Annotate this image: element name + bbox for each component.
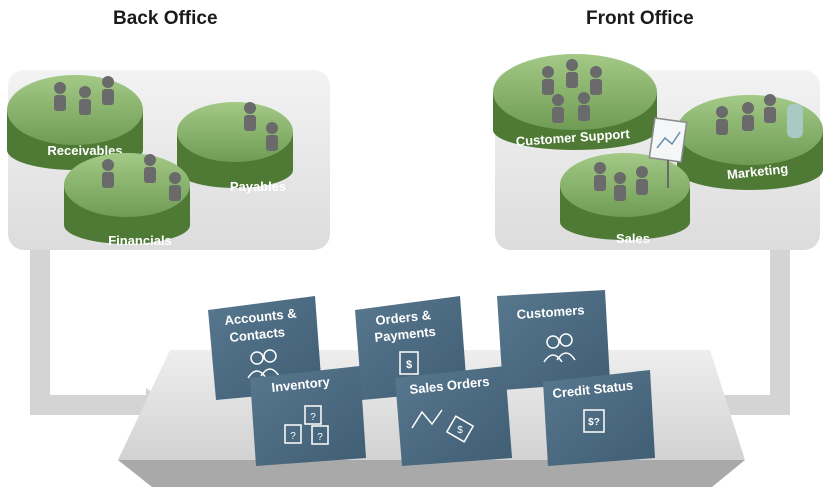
chart-and-tag-icon: $ xyxy=(411,409,475,443)
marketing-label: Marketing xyxy=(726,161,789,182)
orders-payments-card: Orders & Payments $ xyxy=(355,296,467,400)
receivables-disc: Receivables xyxy=(7,75,143,170)
payables-label: Payables xyxy=(230,179,286,194)
shared-information-label: Shared Information xyxy=(372,485,491,500)
people-icon xyxy=(54,76,114,115)
credit-status-card: Credit Status $? xyxy=(543,370,655,466)
svg-text:$: $ xyxy=(406,359,412,371)
sales-label: Sales xyxy=(616,231,650,246)
back-office-heading: Back Office xyxy=(113,8,218,29)
payables-disc: Payables xyxy=(177,102,293,194)
svg-text:?: ? xyxy=(310,412,316,423)
people-icon xyxy=(102,154,181,201)
cylinder-icon xyxy=(787,104,803,138)
marketing-disc: Marketing xyxy=(677,94,823,190)
sales-disc: Sales xyxy=(560,117,690,246)
orders-payments-title-line1: Orders & xyxy=(375,307,432,328)
people-icon xyxy=(543,333,576,363)
dollar-question-icon: $? xyxy=(583,409,605,433)
question-boxes-icon: ? ? ? xyxy=(284,405,329,445)
dollar-document-icon: $ xyxy=(399,351,419,375)
svg-text:?: ? xyxy=(290,431,296,442)
receivables-label: Receivables xyxy=(47,143,122,158)
customers-title: Customers xyxy=(516,302,585,322)
svg-text:$: $ xyxy=(457,425,463,436)
people-icon xyxy=(542,59,602,123)
people-icon xyxy=(247,349,280,379)
customers-card: Customers xyxy=(497,290,610,390)
sales-orders-card: Sales Orders $ xyxy=(395,366,512,466)
inventory-title: Inventory xyxy=(271,374,332,395)
presentation-board-icon xyxy=(648,117,688,188)
financials-disc: Financials xyxy=(64,153,190,248)
people-icon xyxy=(716,94,776,135)
front-office-heading: Front Office xyxy=(586,8,694,29)
orders-payments-title-line2: Payments xyxy=(374,324,437,345)
svg-text:$?: $? xyxy=(588,417,600,428)
svg-text:?: ? xyxy=(317,432,323,443)
people-icon xyxy=(594,162,648,201)
accounts-contacts-title-line2: Contacts xyxy=(229,324,286,345)
people-icon xyxy=(244,102,278,151)
inventory-card: Inventory ? ? ? xyxy=(250,366,366,466)
customer-support-disc: Customer Support xyxy=(493,54,657,150)
financials-label: Financials xyxy=(108,233,172,248)
